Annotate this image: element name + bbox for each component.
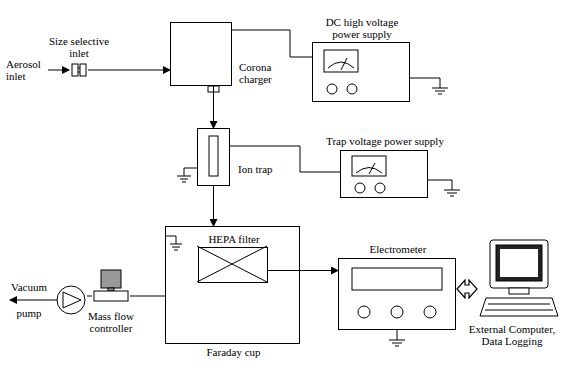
connector (87, 296, 92, 297)
pump-node: Vacuum pump (55, 284, 87, 316)
connector (268, 270, 338, 271)
dc-supply-panel (324, 50, 448, 94)
node-label: Vacuum pump (7, 274, 51, 326)
node-label: Corona charger (239, 61, 289, 85)
node-label: Ion trap (238, 163, 273, 175)
node-label: External Computer, Data Logging (464, 323, 560, 347)
computer-node: External Computer, Data Logging (478, 238, 558, 320)
node-label: Faraday cup (166, 346, 301, 358)
connector (232, 30, 312, 57)
ion-trap-box: Ion trap (197, 128, 230, 186)
filter-cross (197, 246, 267, 282)
mass-flow-controller-icon (94, 270, 128, 301)
computer-icon (480, 240, 558, 316)
connector (213, 86, 214, 128)
flow-controller-node: Mass flow controller (92, 270, 130, 302)
connector (130, 296, 165, 297)
connector (88, 70, 170, 71)
node-label: Mass flow controller (81, 310, 141, 334)
data-link-arrow (457, 280, 477, 298)
faraday-cup-box: Faraday cupHEPA filter (165, 226, 300, 344)
power-supply-box: Trap voltage power supply (340, 150, 428, 198)
node-label: DC high voltage power supply (313, 16, 411, 40)
node-label: Trap voltage power supply (315, 135, 455, 147)
filter-box: HEPA filter (198, 247, 268, 283)
inlet-arrow (48, 70, 69, 71)
charger-box: Corona charger (170, 22, 232, 86)
node-label: Electrometer (339, 243, 457, 255)
node-label: HEPA filter (189, 233, 279, 245)
inlet-symbol (72, 64, 86, 76)
power-supply-box: DC high voltage power supply (312, 42, 410, 102)
electrometer-face (352, 268, 442, 346)
connector (213, 186, 214, 226)
trap-supply-panel (352, 156, 460, 196)
electrometer-box: Electrometer (338, 258, 456, 330)
inlet-node: Size selective inlet (70, 63, 88, 77)
faraday-ground (165, 236, 182, 250)
flow-label: Aerosol inlet (6, 58, 46, 82)
node-label: Size selective inlet (44, 35, 114, 59)
